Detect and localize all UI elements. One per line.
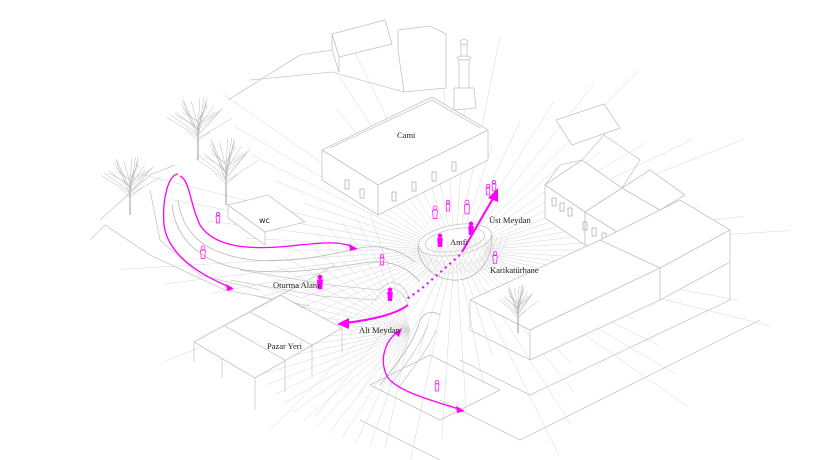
- trees: [100, 97, 539, 333]
- arrowhead-ust-meydan: [488, 188, 498, 202]
- person-figure-icon: [200, 245, 206, 259]
- person-figure-icon: [437, 233, 443, 247]
- tree-icon: [498, 284, 539, 333]
- person-figure-icon: [468, 221, 474, 235]
- path-arrow-ust-meydan: [461, 194, 496, 253]
- tree-icon: [195, 137, 259, 205]
- label-amfi: Amfi: [450, 237, 468, 247]
- cami-building: [321, 96, 489, 216]
- person-figure-icon: [317, 274, 323, 290]
- person-figure-icon: [387, 287, 393, 301]
- label-wc: wc: [259, 216, 270, 225]
- ramp-and-terraces: [89, 164, 421, 307]
- person-figure-icon: [432, 205, 438, 219]
- tree-icon: [100, 157, 162, 215]
- window: [431, 171, 437, 182]
- window: [582, 221, 588, 231]
- arrowhead-alt-meydan: [337, 318, 349, 329]
- window: [451, 161, 457, 172]
- path-arrow-west-ramp: [162, 173, 233, 289]
- window: [391, 191, 397, 202]
- building-north-west: [227, 19, 447, 101]
- person-figure-icon: [379, 254, 385, 266]
- label-cami: Cami: [397, 130, 416, 140]
- person-figure-icon: [434, 380, 440, 392]
- window: [591, 227, 597, 237]
- path-arrow-ramp-to-upper: [179, 175, 356, 249]
- minaret: [453, 39, 477, 111]
- tree-icon: [166, 97, 233, 160]
- person-figure-icon: [445, 200, 451, 212]
- window: [411, 181, 417, 192]
- label-karikaturhane: Karikatürhane: [490, 265, 539, 275]
- person-figure-icon: [491, 180, 497, 192]
- label-pazar-yeri: Pazar Yeri: [267, 341, 302, 351]
- label-ust-meydan: Üst Meydan: [489, 215, 531, 225]
- label-oturma-alani: Oturma Alanı: [273, 280, 320, 290]
- person-figure-icon: [492, 251, 498, 264]
- window: [567, 207, 573, 217]
- label-alt-meydan: Alt Meydan: [359, 325, 400, 335]
- wc-block: [227, 194, 306, 246]
- path-arrow-alt-meydan: [344, 304, 409, 324]
- person-figure-icon: [215, 212, 221, 224]
- window: [359, 188, 365, 199]
- person-figure-icon: [464, 199, 470, 215]
- path-arrow-lower-plaza: [382, 329, 463, 411]
- window: [551, 197, 557, 207]
- people-figures: [200, 180, 498, 392]
- lower-plaza: [359, 311, 501, 460]
- window: [559, 202, 565, 212]
- pazar-yeri-canopies: [193, 264, 343, 410]
- person-figure-icon: [485, 184, 491, 196]
- circulation-paths: [162, 173, 498, 413]
- window: [344, 179, 350, 190]
